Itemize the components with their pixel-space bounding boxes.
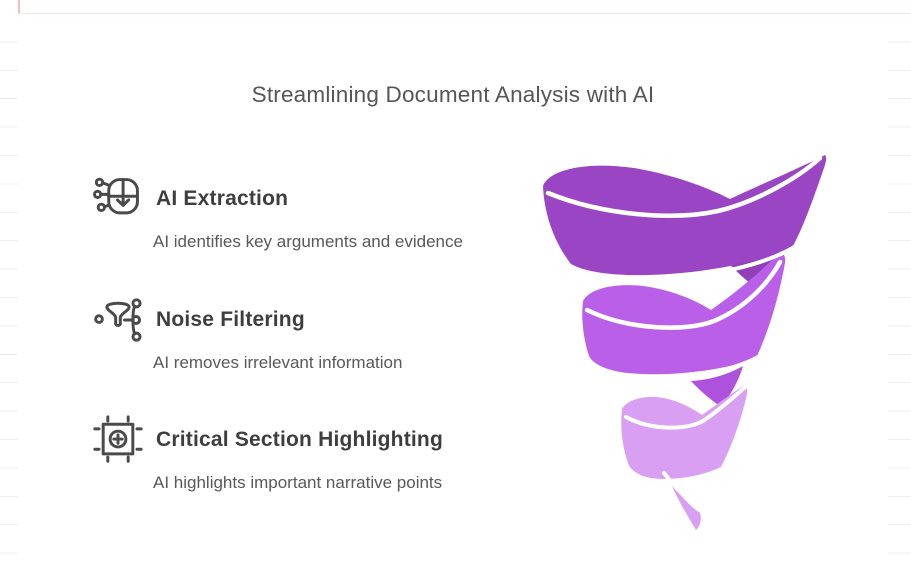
item-description: AI removes irrelevant information bbox=[153, 353, 403, 372]
funnel-gap-under-1 bbox=[703, 244, 798, 277]
item-heading: Critical Section Highlighting bbox=[156, 428, 443, 451]
funnel-back-wrap-lower bbox=[691, 366, 743, 407]
spiral-funnel-graphic bbox=[543, 155, 827, 530]
ai-head-circuit-icon bbox=[93, 174, 143, 224]
canvas-edge-vertical-line bbox=[18, 0, 20, 14]
funnel-gap-lip-3 bbox=[624, 385, 747, 430]
critical-section-frame-icon bbox=[93, 415, 143, 465]
feature-item-critical-section: Critical Section Highlighting AI highlig… bbox=[93, 414, 523, 493]
item-description: AI identifies key arguments and evidence bbox=[153, 232, 463, 251]
noise-filter-funnel-icon bbox=[93, 295, 143, 345]
item-description: AI highlights important narrative points bbox=[153, 473, 443, 492]
funnel-gap-under-2 bbox=[688, 355, 760, 379]
funnel-gap-lip-1 bbox=[545, 155, 823, 218]
item-heading: AI Extraction bbox=[156, 187, 289, 210]
feature-item-ai-extraction: AI Extraction AI identifies key argument… bbox=[93, 173, 523, 252]
canvas-edge-horizontal-line bbox=[18, 13, 911, 14]
page-title: Streamlining Document Analysis with AI bbox=[251, 82, 655, 107]
left-ruled-strip bbox=[0, 14, 18, 573]
item-heading: Noise Filtering bbox=[156, 308, 305, 331]
feature-item-noise-filtering: Noise Filtering AI removes irrelevant in… bbox=[93, 294, 523, 373]
funnel-gap-lip-2 bbox=[584, 259, 783, 330]
funnel-level-2 bbox=[582, 251, 786, 375]
funnel-level-3 bbox=[621, 385, 748, 479]
funnel-gap-tail bbox=[662, 471, 703, 511]
funnel-tail bbox=[669, 479, 701, 530]
right-ruled-strip bbox=[888, 14, 911, 573]
